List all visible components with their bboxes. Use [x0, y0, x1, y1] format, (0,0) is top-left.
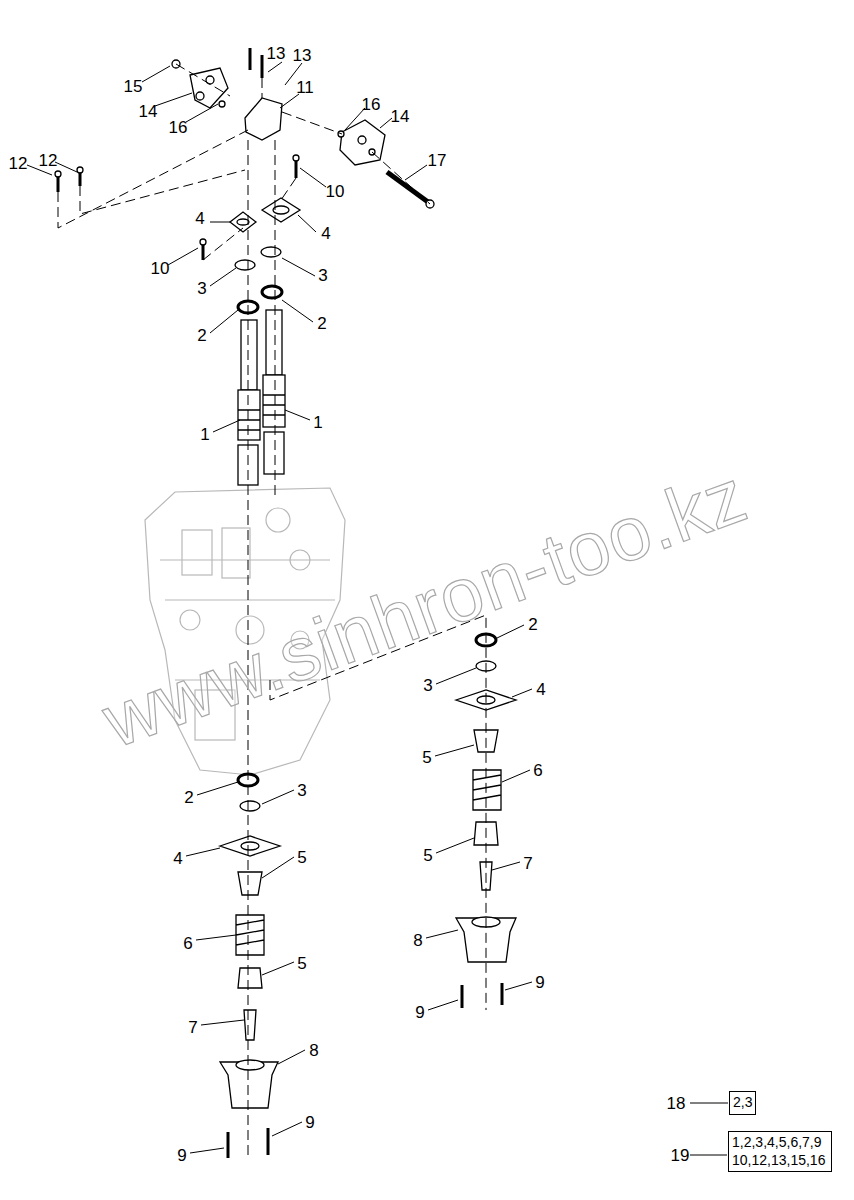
watermark: www.sinhron-too.kz: [94, 457, 756, 760]
callout-number: 16: [362, 96, 381, 113]
kit-box: 1,2,3,4,5,6,7,9 10,12,13,15,16: [728, 1131, 832, 1172]
callout-number: 12: [39, 152, 58, 169]
callout-number: 5: [297, 955, 306, 972]
callout-number: 18: [667, 1095, 686, 1112]
callout-number: 3: [318, 267, 327, 284]
callout-number: 5: [423, 847, 432, 864]
callout-number: 16: [169, 119, 188, 136]
callout-number: 12: [9, 155, 28, 172]
callout-number: 4: [173, 850, 182, 867]
callout-number: 2: [184, 789, 193, 806]
callout-number: 3: [423, 677, 432, 694]
callout-number: 17: [428, 152, 447, 169]
callout-number: 1: [313, 414, 322, 431]
kit-parts: 2,3: [733, 1094, 752, 1110]
callout-number: 10: [151, 260, 170, 277]
callout-number: 4: [536, 681, 545, 698]
callout-number: 5: [422, 749, 431, 766]
callout-number: 10: [326, 183, 345, 200]
callout-number: 19: [671, 1147, 690, 1164]
callout-number: 4: [321, 225, 330, 242]
callout-number: 13: [267, 45, 286, 62]
callout-number: 15: [124, 78, 143, 95]
callout-number: 6: [183, 935, 192, 952]
callout-number: 1: [200, 426, 209, 443]
callout-number: 4: [195, 210, 204, 227]
callout-number: 6: [533, 762, 542, 779]
callout-number: 2: [197, 327, 206, 344]
callout-number: 2: [317, 315, 326, 332]
callout-number: 3: [297, 782, 306, 799]
callout-number: 3: [197, 280, 206, 297]
callout-number: 8: [309, 1042, 318, 1059]
callout-number: 5: [297, 849, 306, 866]
callout-number: 7: [188, 1019, 197, 1036]
kit-box: 2,3: [729, 1091, 756, 1115]
kit-parts: 1,2,3,4,5,6,7,9 10,12,13,15,16: [732, 1134, 825, 1168]
callout-number: 14: [139, 103, 158, 120]
callout-number: 9: [415, 1004, 424, 1021]
callout-number: 7: [523, 855, 532, 872]
callout-number: 14: [391, 108, 410, 125]
callout-number: 9: [177, 1147, 186, 1164]
callout-number: 9: [535, 974, 544, 991]
callout-number: 11: [296, 79, 314, 96]
callout-number: 2: [528, 616, 537, 633]
callout-number: 8: [413, 932, 422, 949]
callout-number: 9: [305, 1114, 314, 1131]
callout-number: 13: [293, 47, 312, 64]
